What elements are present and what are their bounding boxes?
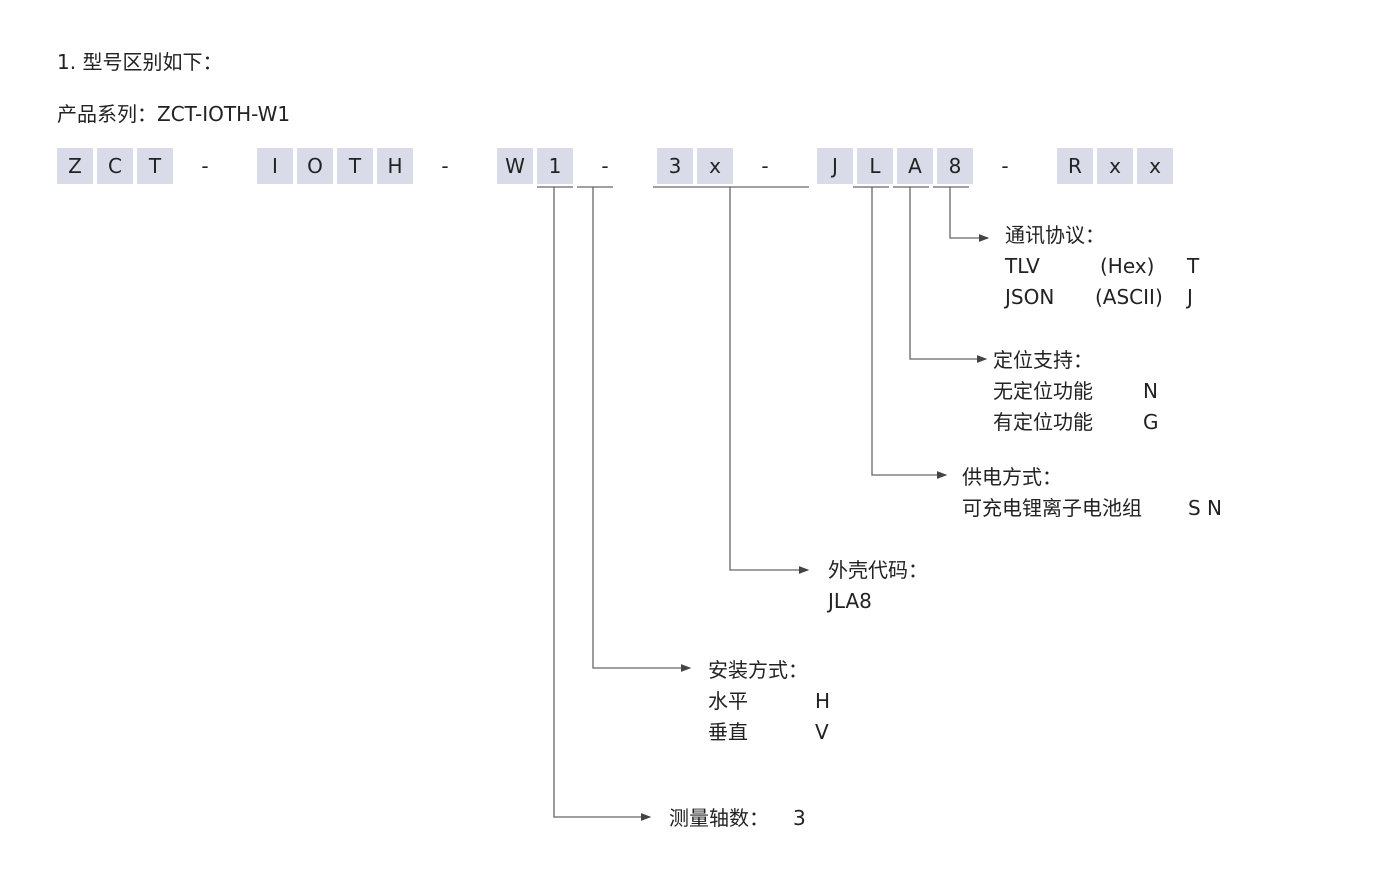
positioning-option: 有定位功能 — [993, 410, 1093, 434]
code-char-box: T — [137, 148, 173, 184]
code-char-box: W — [497, 148, 533, 184]
positioning-title: 定位支持： — [993, 348, 1093, 372]
code-char-box: O — [297, 148, 333, 184]
product-series: 产品系列：ZCT-IOTH-W1 — [57, 102, 291, 126]
power-option: 可充电锂离子电池组 — [962, 496, 1142, 520]
line-power — [871, 187, 948, 479]
positioning-option: 无定位功能 — [993, 379, 1093, 403]
protocol-code: T — [1187, 254, 1200, 278]
mount-code: H — [815, 689, 831, 713]
line-positioning — [909, 187, 988, 363]
code-separator: - — [761, 154, 769, 178]
positioning-code: G — [1143, 410, 1159, 434]
mount-code: V — [815, 720, 829, 744]
protocol-title: 通讯协议： — [1005, 223, 1105, 247]
code-char-box: L — [857, 148, 893, 184]
code-char-box: Z — [57, 148, 93, 184]
protocol-code: J — [1187, 285, 1193, 309]
code-separator: - — [201, 154, 209, 178]
shell-title: 外壳代码： — [828, 558, 928, 582]
code-char-box: x — [1137, 148, 1173, 184]
power-code: S N — [1188, 496, 1223, 520]
code-char-box: 8 — [937, 148, 973, 184]
code-separator: - — [1001, 154, 1009, 178]
code-char-box: C — [97, 148, 133, 184]
axes-title: 测量轴数： — [669, 806, 769, 830]
heading: 1. 型号区别如下： — [57, 50, 223, 74]
code-separator: - — [601, 154, 609, 178]
code-char-box: I — [257, 148, 293, 184]
shell-code: JLA8 — [828, 589, 872, 613]
protocol-format: (Hex) — [1100, 254, 1155, 278]
protocol-format: (ASCII) — [1095, 285, 1163, 309]
power-title: 供电方式： — [962, 465, 1062, 489]
code-char-box: R — [1057, 148, 1093, 184]
protocol-name: JSON — [1005, 285, 1055, 309]
line-axes — [553, 187, 652, 821]
line-mount — [592, 187, 692, 672]
code-char-box: 1 — [537, 148, 573, 184]
axes-value: 3 — [793, 806, 806, 830]
code-char-box: J — [817, 148, 853, 184]
mount-option: 垂直 — [708, 720, 748, 744]
code-char-box: 3 — [657, 148, 693, 184]
code-char-box: x — [1097, 148, 1133, 184]
code-char-box: T — [337, 148, 373, 184]
code-separator: - — [441, 154, 449, 178]
code-char-box: x — [697, 148, 733, 184]
positioning-code: N — [1143, 379, 1158, 403]
mount-title: 安装方式： — [708, 658, 808, 682]
code-char-box: A — [897, 148, 933, 184]
code-char-box: H — [377, 148, 413, 184]
mount-option: 水平 — [708, 689, 748, 713]
line-protocol — [949, 187, 990, 242]
protocol-name: TLV — [1005, 254, 1040, 278]
line-shell — [729, 187, 810, 574]
